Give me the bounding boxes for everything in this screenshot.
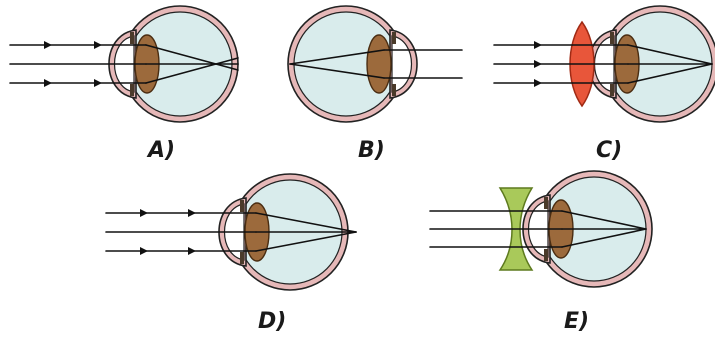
panel-c: C) [494, 6, 715, 163]
panel-label-a: A) [146, 138, 175, 163]
panel-a: A) [10, 6, 238, 163]
panel-label-b: B) [358, 138, 385, 163]
panel-label-d: D) [258, 309, 286, 334]
eye-b [288, 6, 417, 122]
panel-d: D) [106, 174, 356, 334]
panel-label-c: C) [596, 138, 622, 163]
panel-label-e: E) [564, 309, 589, 334]
panel-e: E) [430, 171, 652, 334]
panel-b: B) [288, 6, 462, 163]
